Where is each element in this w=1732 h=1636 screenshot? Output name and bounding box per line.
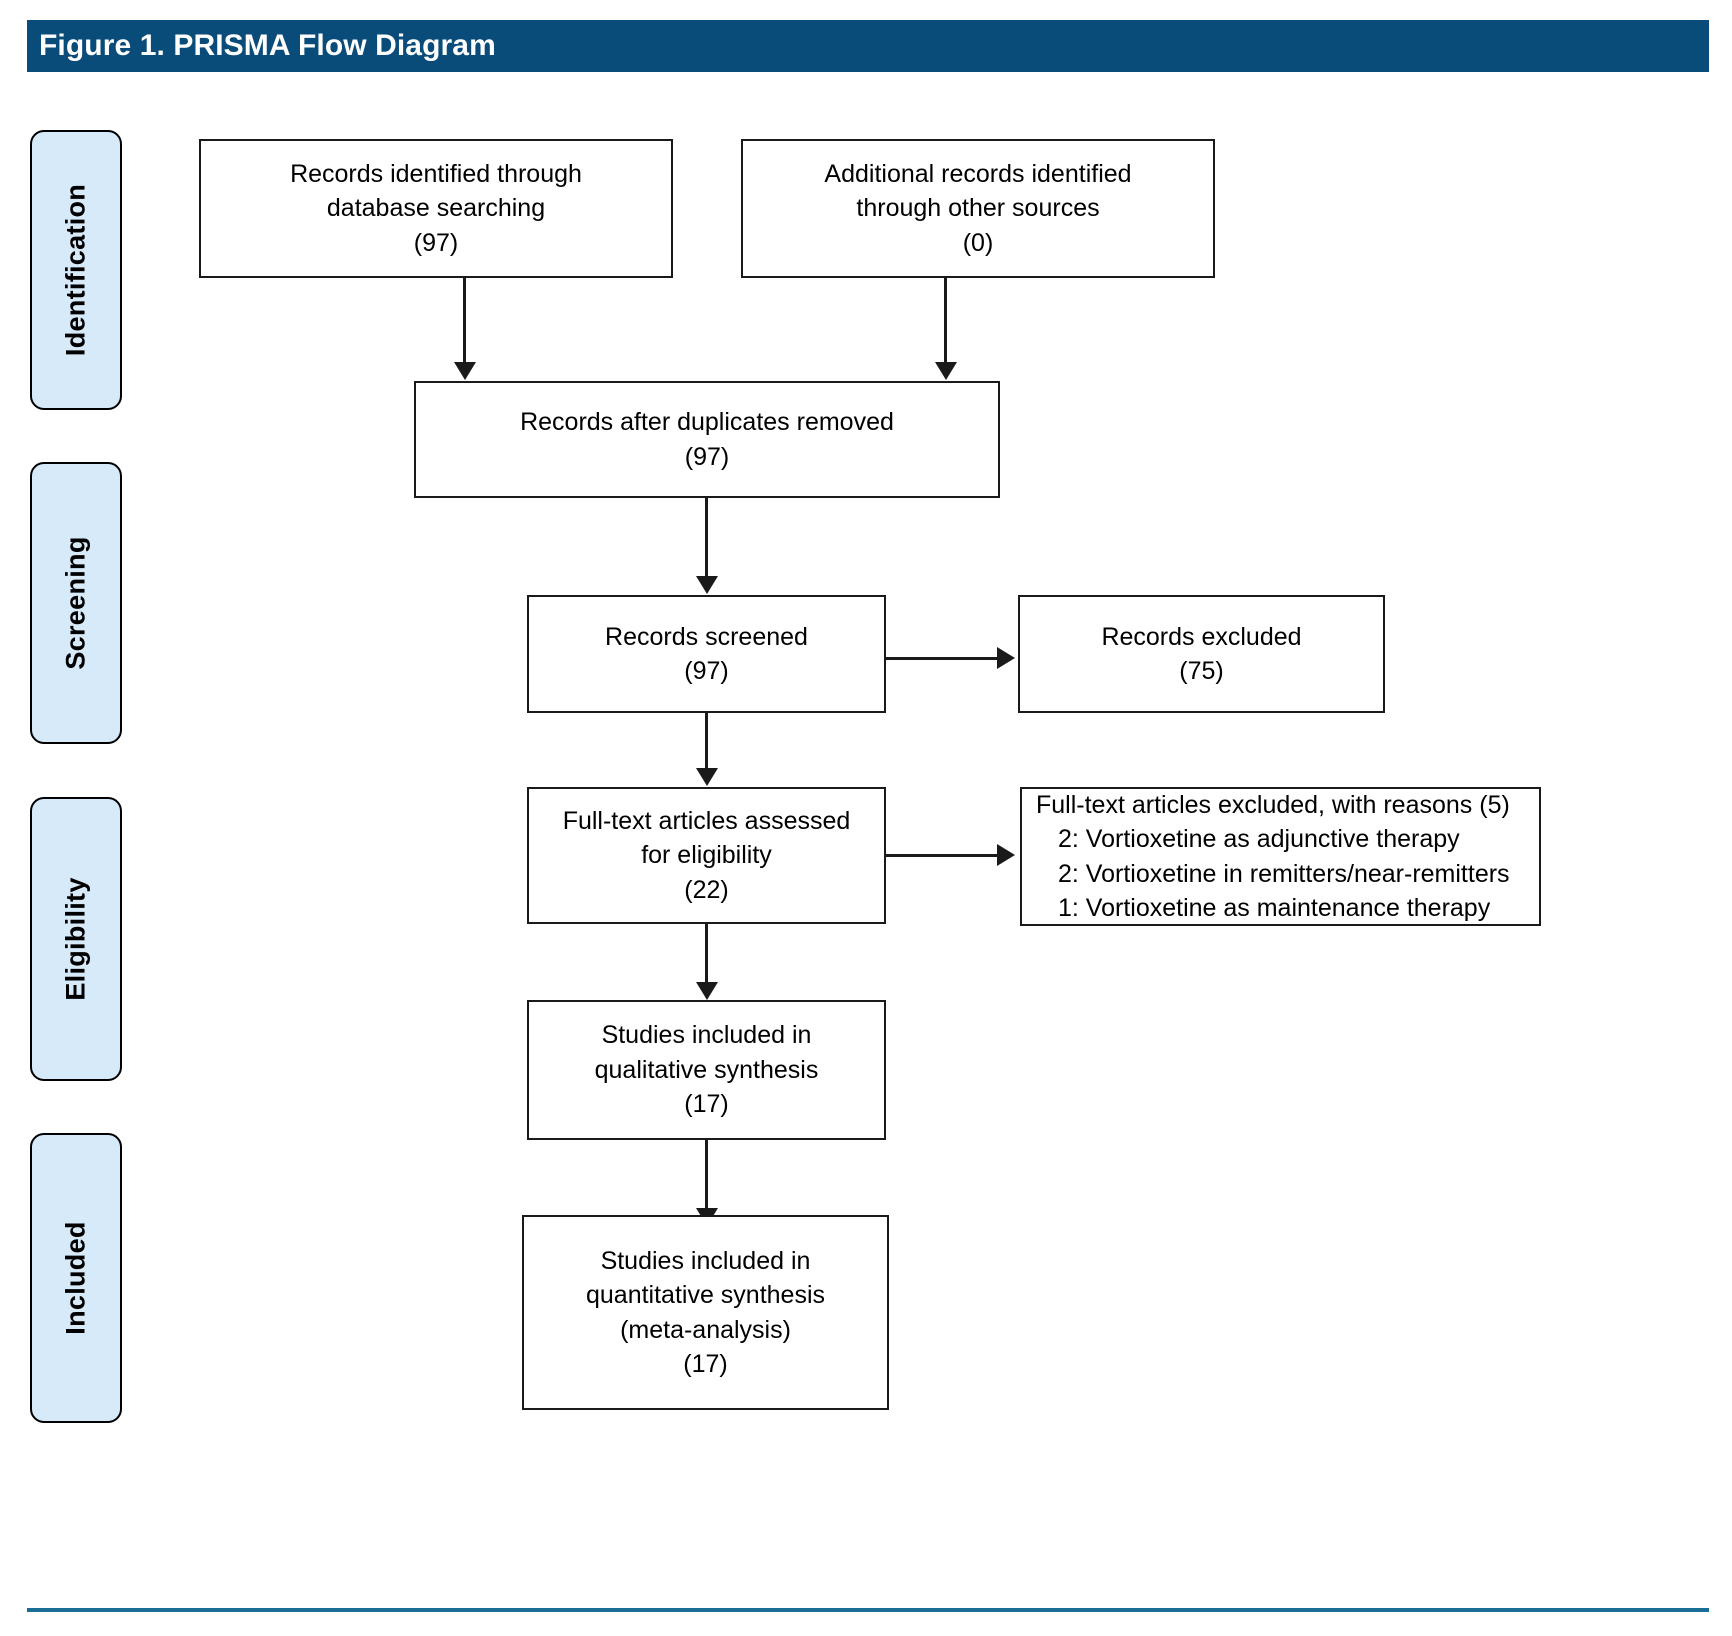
connector-qualitative-to-quantitative-line [705, 1140, 708, 1212]
box-line-3: (meta-analysis) [620, 1315, 791, 1344]
box-line-1: Studies included in [600, 1246, 811, 1275]
box-additional-records-other-sources: Additional records identified through ot… [741, 139, 1215, 278]
figure-title: Figure 1. PRISMA Flow Diagram [39, 29, 496, 62]
box-count: (97) [413, 228, 459, 257]
connector-duplicates-to-screened-line [705, 498, 708, 578]
connector-other-to-duplicates-line [944, 278, 947, 364]
exclusion-reason-1: 2: Vortioxetine as adjunctive therapy [1058, 825, 1460, 853]
box-line-2: for eligibility [641, 841, 772, 870]
connector-screened-to-fulltext-arrow [696, 768, 718, 786]
box-count: (97) [684, 442, 730, 471]
figure-footer-rule [27, 1608, 1709, 1612]
connector-fulltext-to-qualitative-line [705, 924, 708, 984]
exclusion-reason-3: 1: Vortioxetine as maintenance therapy [1058, 894, 1491, 922]
box-count: (17) [683, 1350, 728, 1378]
connector-database-to-duplicates-arrow [454, 362, 476, 380]
box-line-2: qualitative synthesis [594, 1055, 819, 1084]
box-line-1: Studies included in [601, 1021, 812, 1050]
box-records-excluded: Records excluded (75) [1018, 595, 1385, 713]
box-line-2: database searching [326, 194, 546, 223]
box-line-1: Records after duplicates removed [520, 408, 894, 436]
box-studies-qualitative-synthesis: Studies included in qualitative synthesi… [527, 1000, 886, 1140]
connector-fulltext-to-qualitative-arrow [696, 982, 718, 1000]
box-count: (22) [684, 875, 729, 904]
box-count: (0) [962, 228, 994, 257]
connector-screened-to-excluded-line [886, 657, 997, 660]
figure-header-bar: Figure 1. PRISMA Flow Diagram [27, 20, 1709, 72]
connector-screened-to-fulltext-line [705, 713, 708, 770]
connector-other-to-duplicates-arrow [935, 362, 957, 380]
stage-label-included: Included [30, 1133, 122, 1423]
connector-duplicates-to-screened-arrow [696, 576, 718, 594]
box-count: (17) [684, 1090, 729, 1119]
connector-screened-to-excluded-arrow [997, 647, 1015, 669]
box-line-2: quantitative synthesis [585, 1281, 826, 1309]
exclusion-reason-2: 2: Vortioxetine in remitters/near-remitt… [1058, 859, 1510, 888]
box-line-1: Records excluded [1101, 622, 1302, 651]
connector-database-to-duplicates-line [463, 278, 466, 364]
stage-label-screening: Screening [30, 462, 122, 744]
stage-label-screening-text: Screening [60, 536, 91, 670]
stage-label-identification: Identification [30, 130, 122, 410]
box-line-1: Additional records identified [824, 159, 1132, 188]
stage-label-identification-text: Identification [60, 183, 91, 357]
stage-label-eligibility-text: Eligibility [60, 877, 91, 1001]
box-line-1: Full-text articles assessed [562, 806, 851, 835]
box-count: (97) [684, 657, 729, 685]
box-line-1: Records identified through [290, 159, 582, 188]
box-fulltext-articles-assessed: Full-text articles assessed for eligibil… [527, 787, 886, 924]
stage-label-included-text: Included [60, 1221, 91, 1335]
connector-fulltext-to-excluded-arrow [997, 844, 1015, 866]
connector-fulltext-to-excluded-line [886, 854, 997, 857]
box-records-identified-database: Records identified through database sear… [199, 139, 673, 278]
box-line-1: Records screened [605, 622, 808, 651]
box-studies-quantitative-synthesis: Studies included in quantitative synthes… [522, 1215, 889, 1410]
box-count: (75) [1179, 657, 1224, 685]
box-records-after-duplicates-removed: Records after duplicates removed (97) [414, 381, 1000, 498]
box-fulltext-articles-excluded-reasons: Full-text articles excluded, with reason… [1020, 787, 1541, 926]
stage-label-eligibility: Eligibility [30, 797, 122, 1081]
box-records-screened: Records screened (97) [527, 595, 886, 713]
box-line-1: Full-text articles excluded, with reason… [1036, 790, 1510, 819]
box-line-2: through other sources [856, 194, 1100, 223]
